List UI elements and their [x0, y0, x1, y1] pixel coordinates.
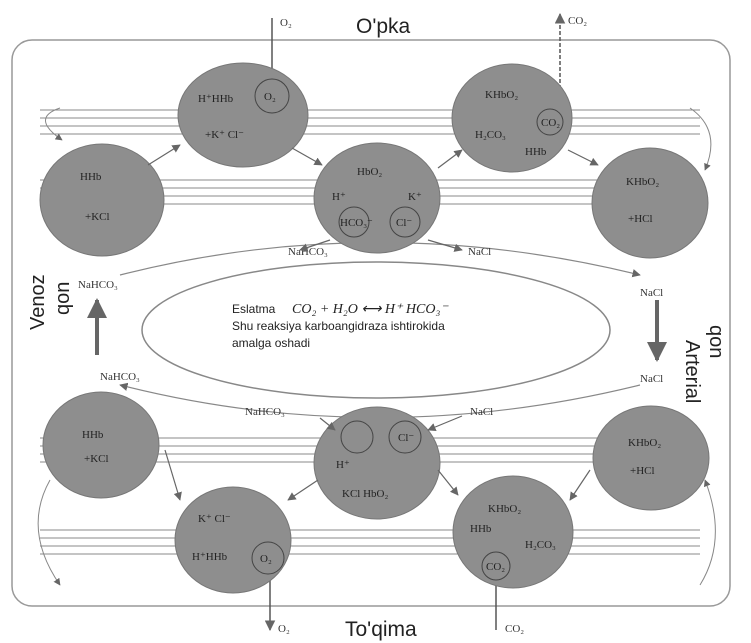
svg-text:+HCl: +HCl — [630, 465, 655, 477]
svg-text:H⁺HHb: H⁺HHb — [192, 551, 228, 563]
note-formula: CO₂ + H₂O ⟷ H⁺ HCO₃⁻ — [292, 302, 449, 317]
label-arterial: Arterial — [681, 340, 703, 403]
svg-text:O₂: O₂ — [260, 553, 272, 565]
cell-top-left: H⁺HHb O₂ +K⁺ Cl⁻ — [177, 62, 309, 168]
cell-lower-right: KHbO₂ +HCl — [592, 405, 710, 511]
svg-text:CO₂: CO₂ — [541, 117, 560, 129]
cell-bottom-right: KHbO₂ HHb H₂CO₃ CO₂ — [452, 475, 574, 589]
svg-text:HHb: HHb — [525, 146, 547, 158]
svg-text:H₂CO₃: H₂CO₃ — [525, 539, 556, 551]
salt-left-upper: NaHCO₃ — [78, 279, 118, 291]
title-lungs: O'pka — [356, 15, 411, 38]
salt-bottom-nahco3: NaHCO₃ — [245, 406, 285, 418]
reaction-ellipse — [141, 261, 611, 399]
title-tissue: To'qima — [345, 618, 417, 641]
svg-text:HHb: HHb — [470, 523, 492, 535]
svg-text:CO₂: CO₂ — [486, 561, 505, 573]
gas-co2-top: CO₂ — [568, 15, 587, 27]
svg-text:+K⁺ Cl⁻: +K⁺ Cl⁻ — [205, 129, 244, 141]
svg-text:H⁺: H⁺ — [332, 191, 346, 203]
gas-o2-top: O₂ — [280, 17, 292, 29]
salt-left-lower: NaHCO₃ — [100, 371, 140, 383]
svg-text:HCO₃⁻: HCO₃⁻ — [340, 217, 373, 229]
cell-center-bottom: H⁺ Cl⁻ KCl HbO₂ — [313, 406, 441, 520]
gas-o2-bottom: O₂ — [278, 623, 290, 635]
svg-text:+HCl: +HCl — [628, 213, 653, 225]
svg-text:H⁺HHb: H⁺HHb — [198, 93, 234, 105]
salt-bottom-nacl: NaCl — [470, 406, 493, 418]
connector-arrows — [147, 144, 599, 501]
salt-right-lower: NaCl — [640, 373, 663, 385]
svg-text:KCl HbO₂: KCl HbO₂ — [342, 488, 388, 500]
note-line-2: amalga oshadi — [232, 336, 310, 350]
svg-text:H⁺: H⁺ — [336, 459, 350, 471]
svg-text:+KCl: +KCl — [84, 453, 109, 465]
salt-top-nahco3: NaHCO₃ — [288, 246, 328, 258]
svg-text:KHbO₂: KHbO₂ — [488, 503, 521, 515]
svg-text:+KCl: +KCl — [85, 211, 110, 223]
salt-top-nacl: NaCl — [468, 246, 491, 258]
svg-text:K⁺: K⁺ — [408, 191, 422, 203]
svg-text:Cl⁻: Cl⁻ — [396, 217, 412, 229]
svg-text:O₂: O₂ — [264, 91, 276, 103]
svg-text:HHb: HHb — [80, 171, 102, 183]
svg-text:Cl⁻: Cl⁻ — [398, 432, 414, 444]
outer-frame — [11, 39, 731, 607]
label-venous-blood: qon — [52, 282, 74, 315]
salt-right-upper: NaCl — [640, 287, 663, 299]
svg-text:HbO₂: HbO₂ — [357, 166, 382, 178]
cell-upper-right: KHbO₂ +HCl — [591, 147, 709, 259]
svg-text:KHbO₂: KHbO₂ — [626, 176, 659, 188]
svg-text:H₂CO₃: H₂CO₃ — [475, 129, 506, 141]
cell-bottom-left: K⁺ Cl⁻ H⁺HHb O₂ — [174, 486, 292, 594]
label-venous: Venoz — [27, 274, 49, 330]
svg-text:K⁺ Cl⁻: K⁺ Cl⁻ — [198, 513, 231, 525]
gas-co2-bottom: CO₂ — [505, 623, 524, 635]
cell-lower-left: HHb +KCl — [42, 391, 160, 499]
label-arterial-blood: qon — [705, 325, 727, 358]
note-title: Eslatma — [232, 302, 276, 316]
cell-upper-left: HHb +KCl — [39, 143, 165, 257]
cell-center-top: HbO₂ H⁺ K⁺ HCO₃⁻ Cl⁻ — [313, 142, 441, 254]
svg-text:HHb: HHb — [82, 429, 104, 441]
svg-text:KHbO₂: KHbO₂ — [628, 437, 661, 449]
note-line-1: Shu reaksiya karboangidraza ishtirokida — [232, 319, 445, 333]
svg-text:KHbO₂: KHbO₂ — [485, 89, 518, 101]
cell-top-right: KHbO₂ CO₂ H₂CO₃ HHb — [451, 63, 573, 173]
